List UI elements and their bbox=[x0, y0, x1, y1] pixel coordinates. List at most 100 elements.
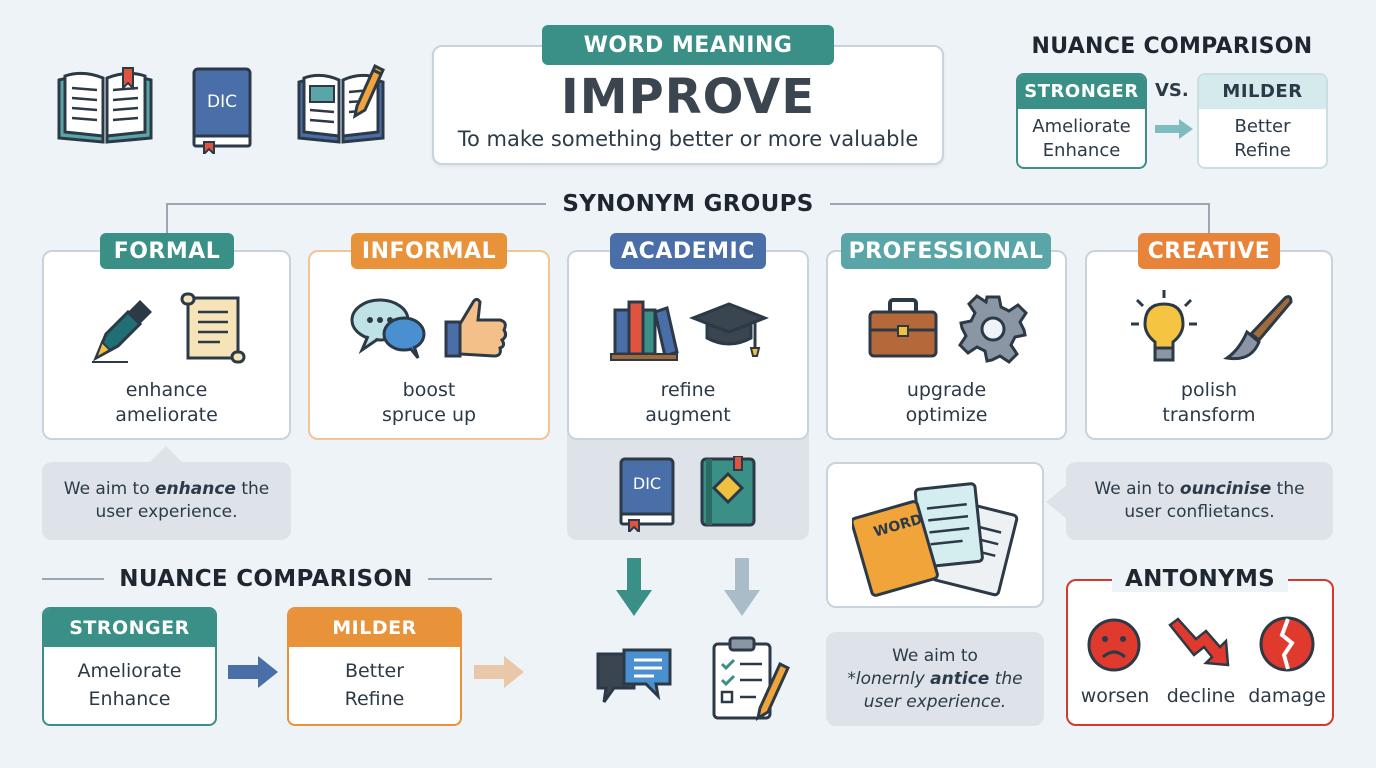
example-text: user experience. bbox=[95, 502, 238, 522]
group-card-creative: polish transform bbox=[1085, 250, 1333, 440]
word-meaning-card: IMPROVE To make something better or more… bbox=[432, 45, 944, 165]
group-card-professional: upgrade optimize bbox=[826, 250, 1067, 440]
arrow-down-icon bbox=[724, 558, 760, 616]
nuance-top-milder-box: MILDER Better Refine bbox=[1197, 73, 1328, 169]
sad-face-icon bbox=[1087, 618, 1141, 672]
synonym-connector-line bbox=[830, 203, 1210, 205]
nuance-top-stronger-box: STRONGER Ameliorate Enhance bbox=[1016, 73, 1147, 169]
nuance-top-milder-label: MILDER bbox=[1199, 75, 1326, 109]
example-highlight: antice bbox=[930, 668, 990, 689]
arrow-right-icon bbox=[228, 656, 278, 688]
synonym-connector-line bbox=[166, 203, 168, 233]
nuance-bottom-stronger-word: Enhance bbox=[88, 688, 171, 710]
arrow-down-icon bbox=[616, 558, 652, 616]
nuance-bottom-stronger-word: Ameliorate bbox=[77, 660, 182, 682]
example-professional: We aim to *lonernly antice the user expe… bbox=[826, 632, 1044, 726]
nuance-bottom-milder-box: MILDER Better Refine bbox=[287, 607, 462, 726]
word-cards-panel: WORD bbox=[826, 462, 1044, 608]
nuance-top-stronger-word: Enhance bbox=[1042, 140, 1121, 161]
group-card-informal: boost spruce up bbox=[308, 250, 550, 440]
example-text: the bbox=[989, 668, 1023, 689]
group-label-professional: PROFESSIONAL bbox=[841, 233, 1051, 269]
nuance-top-milder-word: Refine bbox=[1234, 140, 1291, 161]
chat-icon bbox=[596, 648, 672, 703]
group-word: polish bbox=[1180, 379, 1238, 401]
fountain-pen-icon bbox=[92, 300, 152, 363]
bubble-pointer bbox=[148, 446, 184, 464]
paintbrush-icon bbox=[1223, 295, 1293, 361]
thumbs-up-icon bbox=[444, 297, 508, 358]
group-label-academic: ACADEMIC bbox=[610, 233, 766, 269]
checklist-icon bbox=[712, 636, 790, 722]
antonyms-title: ANTONYMS bbox=[1112, 566, 1288, 592]
arrow-right-icon bbox=[1155, 119, 1193, 139]
group-word: spruce up bbox=[381, 404, 477, 426]
graduation-cap-icon bbox=[689, 302, 769, 357]
word-title: IMPROVE bbox=[560, 69, 816, 125]
example-text: the bbox=[1271, 479, 1305, 499]
group-label-creative: CREATIVE bbox=[1138, 233, 1280, 269]
example-text: the bbox=[235, 479, 270, 499]
open-book-icon bbox=[57, 67, 153, 144]
arrow-right-icon bbox=[474, 656, 524, 688]
nuance-bottom-milder-word: Better bbox=[344, 660, 405, 682]
nuance-bottom-stronger-box: STRONGER Ameliorate Enhance bbox=[42, 607, 217, 726]
bubble-pointer bbox=[1046, 484, 1068, 520]
example-text: We aim to bbox=[63, 479, 156, 499]
nuance-bottom-milder-label: MILDER bbox=[289, 609, 460, 647]
word-meaning-badge: WORD MEANING bbox=[542, 25, 834, 65]
briefcase-icon bbox=[868, 298, 938, 358]
antonym-word: damage bbox=[1248, 685, 1326, 707]
notebook-icon bbox=[700, 456, 756, 527]
dic-label: DIC bbox=[207, 92, 237, 112]
nuance-bottom-stronger-label: STRONGER bbox=[44, 609, 215, 647]
dictionary-book-icon: DIC bbox=[617, 456, 679, 532]
antonyms-card: worsen decline damage bbox=[1066, 579, 1334, 726]
example-formal: We aim to enhance the user experience. bbox=[42, 462, 291, 540]
nuance-bottom-title: NUANCE COMPARISON bbox=[119, 566, 413, 592]
trend-down-icon bbox=[1168, 617, 1230, 667]
dictionary-book-icon: DIC bbox=[190, 66, 256, 154]
synonym-connector-line bbox=[1208, 203, 1210, 233]
synonym-connector-line bbox=[166, 203, 546, 205]
nuance-top-milder-word: Better bbox=[1234, 116, 1291, 137]
group-word: refine bbox=[660, 379, 716, 401]
nuance-bottom-rule bbox=[42, 578, 104, 580]
academic-extension-panel bbox=[567, 420, 809, 540]
group-card-formal: enhance ameliorate bbox=[42, 250, 291, 440]
group-word: upgrade bbox=[906, 379, 987, 401]
group-card-academic: refine augment bbox=[567, 250, 809, 440]
antonym-word: worsen bbox=[1080, 685, 1150, 707]
nuance-top-title: NUANCE COMPARISON bbox=[1031, 34, 1313, 59]
group-word: optimize bbox=[905, 404, 988, 426]
chat-bubbles-icon bbox=[350, 298, 426, 359]
books-stack-icon bbox=[610, 300, 679, 361]
scroll-document-icon bbox=[180, 292, 246, 364]
example-text: user conflietancs. bbox=[1124, 502, 1275, 522]
nuance-top-vs: VS. bbox=[1155, 80, 1189, 101]
nuance-top-stronger-label: STRONGER bbox=[1018, 75, 1145, 109]
gear-icon bbox=[958, 294, 1028, 364]
example-highlight: enhance bbox=[155, 479, 236, 499]
group-word: augment bbox=[645, 404, 731, 426]
group-label-informal: INFORMAL bbox=[351, 233, 507, 269]
example-text: We ain to bbox=[1094, 479, 1180, 499]
antonym-word: decline bbox=[1166, 685, 1236, 707]
example-text: *lonernly bbox=[847, 668, 931, 689]
word-definition: To make something better or more valuabl… bbox=[457, 127, 919, 151]
group-label-formal: FORMAL bbox=[100, 233, 234, 269]
example-text: We aim to bbox=[892, 645, 978, 666]
lightbulb-icon bbox=[1131, 290, 1197, 362]
nuance-bottom-milder-word: Refine bbox=[344, 688, 405, 710]
group-word: boost bbox=[402, 379, 456, 401]
dic-label: DIC bbox=[632, 474, 662, 493]
group-word: transform bbox=[1162, 404, 1256, 426]
synonym-groups-title: SYNONYM GROUPS bbox=[562, 191, 814, 217]
word-cards-icon bbox=[852, 482, 1019, 597]
example-text: user experience. bbox=[863, 691, 1007, 712]
book-pencil-icon bbox=[297, 63, 385, 144]
group-word: enhance bbox=[125, 379, 208, 401]
nuance-bottom-rule bbox=[428, 578, 492, 580]
example-creative: We ain to ouncinise the user conflietanc… bbox=[1066, 462, 1333, 540]
broken-circle-icon bbox=[1259, 616, 1315, 672]
